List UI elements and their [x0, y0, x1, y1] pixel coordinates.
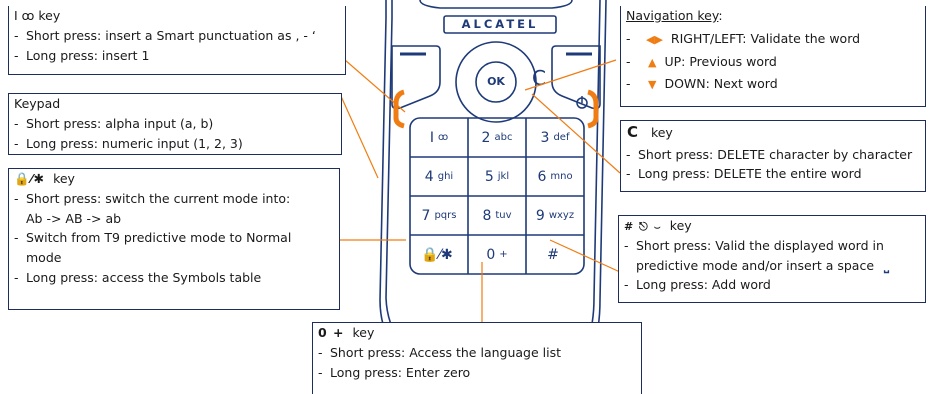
- key-letters: abc: [494, 132, 513, 143]
- callout-line: -Long press: numeric input (1, 2, 3): [14, 135, 243, 151]
- end-key-accent: [587, 89, 599, 129]
- callout-title: # ⎋ ⌣ key: [624, 218, 692, 233]
- down-arrow-icon: ▼: [647, 78, 657, 92]
- keypad-key-star[interactable]: 🔒⁄✱: [410, 235, 468, 274]
- key-letters: wxyz: [548, 210, 575, 221]
- callout-keypad: Keypad -Short press: alpha input (a, b) …: [8, 93, 342, 155]
- callout-title: I ꝏ key: [14, 8, 61, 23]
- up-arrow-icon: ▲: [647, 55, 657, 69]
- brand-label: ALCATEL: [461, 17, 539, 31]
- ok-button: [475, 61, 517, 103]
- key-glyph: 🔒⁄✱: [421, 246, 453, 263]
- callout-0-key: 0 + key -Short press: Access the languag…: [312, 322, 642, 394]
- callout-line: -Short press: Valid the displayed word i…: [624, 237, 884, 253]
- key-glyph: 2: [481, 129, 491, 146]
- callout-line: -Short press: switch the current mode in…: [14, 190, 291, 206]
- callout-line: -Switch from T9 predictive mode to Norma…: [14, 230, 292, 246]
- key-glyph: 0: [486, 246, 496, 263]
- key-glyph: 3: [540, 129, 550, 146]
- hash-key-icon: # ⎋ ⌣: [624, 220, 662, 233]
- keypad-key-0[interactable]: 0+: [468, 235, 526, 274]
- call-key-accent: [393, 89, 405, 129]
- key-letters: ghi: [437, 171, 454, 182]
- clear-key-label[interactable]: C: [532, 66, 546, 90]
- callout-line: predictive mode and/or insert a space ⎵: [636, 257, 890, 273]
- key-letters: pqrs: [434, 210, 457, 221]
- brand-plate: [443, 15, 557, 34]
- callout-title: Navigation key:: [626, 8, 723, 23]
- callout-title: C key: [627, 123, 673, 141]
- callout-line: - ▼DOWN: Next word: [621, 74, 925, 94]
- key-letters: mno: [550, 171, 573, 182]
- callout-line: -Short press: DELETE character by charac…: [626, 146, 913, 162]
- space-icon: ⎵: [884, 257, 890, 273]
- key-letters: +: [499, 249, 508, 260]
- star-key-icon: 🔒⁄✱: [14, 171, 46, 186]
- callout-title: Keypad: [14, 96, 61, 111]
- callout-line: -Long press: Add word: [624, 277, 771, 293]
- callout-line: -Short press: insert a Smart punctuation…: [14, 27, 316, 43]
- callout-line: -Short press: Access the language list: [318, 344, 561, 360]
- callout-hash-key: # ⎋ ⌣ key -Short press: Valid the displa…: [618, 215, 926, 303]
- callout-line: -Long press: insert 1: [14, 47, 150, 63]
- callout-line: -Long press: Enter zero: [318, 364, 471, 380]
- key-glyph: 8: [482, 207, 492, 224]
- key-letters: ꝏ: [437, 132, 449, 143]
- callout-line: Ab -> AB -> ab: [26, 210, 122, 226]
- key-glyph: 6: [537, 168, 547, 185]
- callout-line: mode: [26, 250, 62, 265]
- key-glyph: 4: [424, 168, 434, 185]
- ok-label[interactable]: OK: [487, 75, 505, 88]
- callout-line: -Short press: alpha input (a, b): [14, 115, 214, 131]
- clear-key-icon: C: [627, 123, 640, 141]
- callout-1-key: I ꝏ key -Short press: insert a Smart pun…: [8, 6, 346, 75]
- key-glyph: 7: [421, 207, 431, 224]
- callout-c-key: C key -Short press: DELETE character by …: [620, 120, 926, 192]
- key-letters: jkl: [497, 171, 510, 182]
- callout-star-key: 🔒⁄✱ key -Short press: switch the current…: [8, 168, 340, 310]
- callout-line: - ▲UP: Previous word: [621, 52, 925, 72]
- callout-title: 🔒⁄✱ key: [14, 171, 75, 186]
- left-right-arrow-icon: ◀▶: [645, 32, 663, 46]
- key-glyph: I: [429, 129, 434, 146]
- key-glyph: 9: [535, 207, 545, 224]
- key-letters: tuv: [495, 210, 512, 221]
- key-glyph: 5: [484, 168, 494, 185]
- key-glyph: #: [547, 246, 559, 263]
- callout-navigation-key: Navigation key: - ◀▶RIGHT/LEFT: Validate…: [620, 6, 926, 107]
- callout-line: -Long press: DELETE the entire word: [626, 166, 862, 182]
- key-letters: def: [553, 132, 570, 143]
- callout-title: 0 + key: [318, 325, 375, 340]
- zero-key-icon: 0 +: [318, 325, 345, 340]
- callout-line: - ◀▶RIGHT/LEFT: Validate the word: [621, 29, 925, 49]
- callout-line: -Long press: access the Symbols table: [14, 269, 262, 285]
- keypad-key-hash[interactable]: #: [526, 235, 584, 274]
